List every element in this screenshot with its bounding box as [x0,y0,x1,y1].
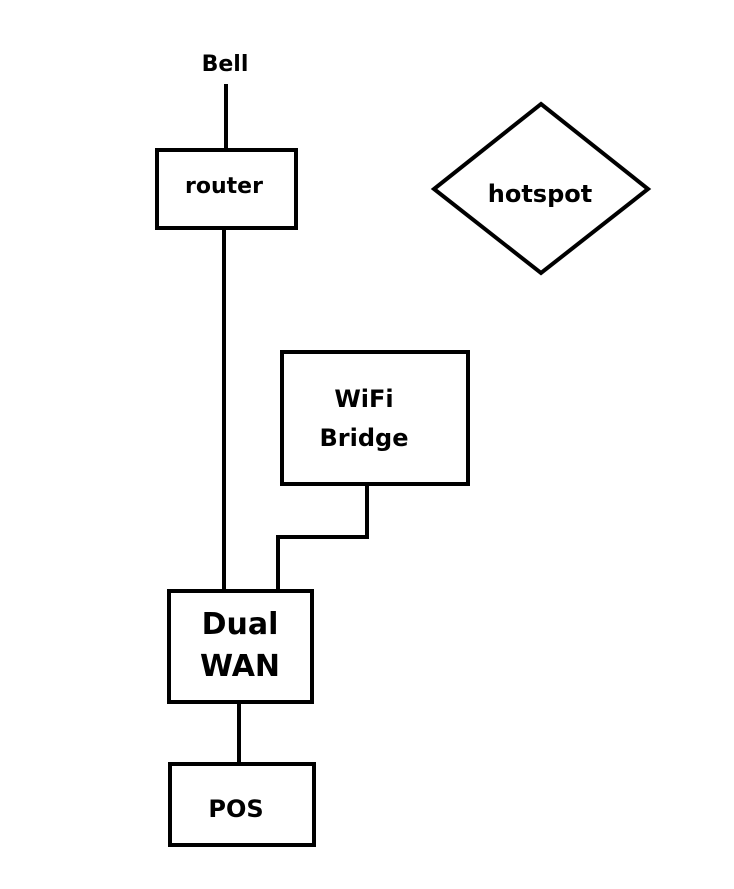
dual-wan-label: Dual WAN [200,604,280,688]
edge-wifibridge-dualwan [276,485,369,591]
router-box [155,148,298,230]
hotspot-label: hotspot [487,180,593,208]
hotspot-diamond [430,101,652,276]
dual-wan-label-line1: Dual [201,607,279,642]
wifi-bridge-label-line2: Bridge [319,424,409,452]
bell-label: Bell [201,52,249,77]
dual-wan-box [167,589,314,704]
wifi-bridge-box [280,350,470,486]
pos-label: POS [208,795,264,823]
wifi-bridge-label: WiFi Bridge [320,380,409,458]
wifi-bridge-label-line1: WiFi [334,385,394,413]
pos-box [168,762,316,847]
dual-wan-label-line2: WAN [199,649,281,684]
router-label: router [185,174,263,199]
